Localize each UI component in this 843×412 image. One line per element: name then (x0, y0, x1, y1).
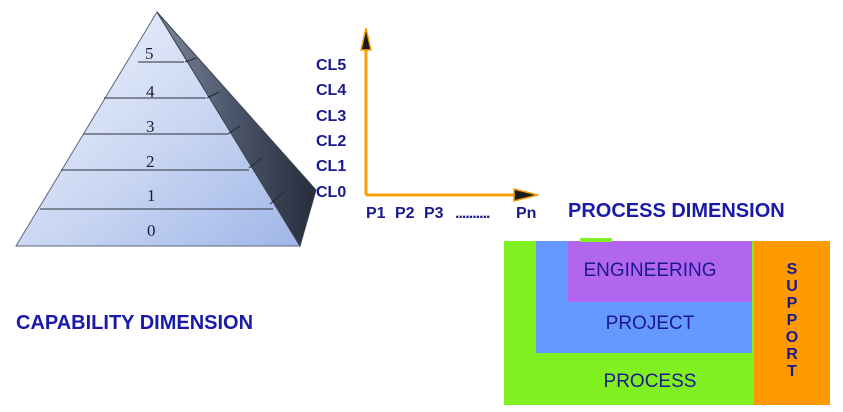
cl3-label: CL3 (316, 108, 347, 125)
pyramid-side-face (156, 11, 317, 248)
x-axis-arrow (513, 188, 539, 202)
cl5-label: CL5 (316, 57, 347, 74)
support-letter-p2: P (786, 312, 798, 329)
project-label: PROJECT (605, 313, 695, 334)
pyramid-level-0: 0 (147, 221, 156, 240)
support-letter-t: T (787, 363, 797, 380)
pn-label: Pn (516, 205, 537, 222)
cl0-label: CL0 (316, 184, 347, 201)
cl4-label: CL4 (316, 82, 347, 99)
support-letter-s: S (786, 261, 798, 278)
pyramid-level-1: 1 (147, 186, 156, 205)
support-letter-u: U (786, 278, 798, 295)
engineering-label: ENGINEERING (583, 260, 717, 281)
ellipsis-label: .......... (455, 205, 490, 222)
cl1-label: CL1 (316, 158, 347, 175)
y-axis-arrow (360, 27, 372, 51)
pyramid-level-3: 3 (146, 117, 155, 136)
support-letter-r: R (786, 346, 798, 363)
pyramid-level-2: 2 (146, 152, 155, 171)
p3-label: P3 (424, 205, 444, 222)
process-dimension-title: PROCESS DIMENSION (568, 200, 785, 222)
pyramid-level-4: 4 (146, 82, 155, 101)
engineering-top-accent (580, 238, 612, 242)
support-letter-o: O (785, 329, 799, 346)
p1-label: P1 (366, 205, 386, 222)
support-letter-p1: P (786, 295, 798, 312)
support-block (754, 241, 830, 405)
process-label: PROCESS (603, 371, 697, 392)
cl2-label: CL2 (316, 133, 347, 150)
engineering-block (568, 241, 752, 302)
capability-dimension-title: CAPABILITY DIMENSION (16, 312, 254, 334)
p2-label: P2 (395, 205, 415, 222)
pyramid-level-5: 5 (145, 44, 154, 63)
